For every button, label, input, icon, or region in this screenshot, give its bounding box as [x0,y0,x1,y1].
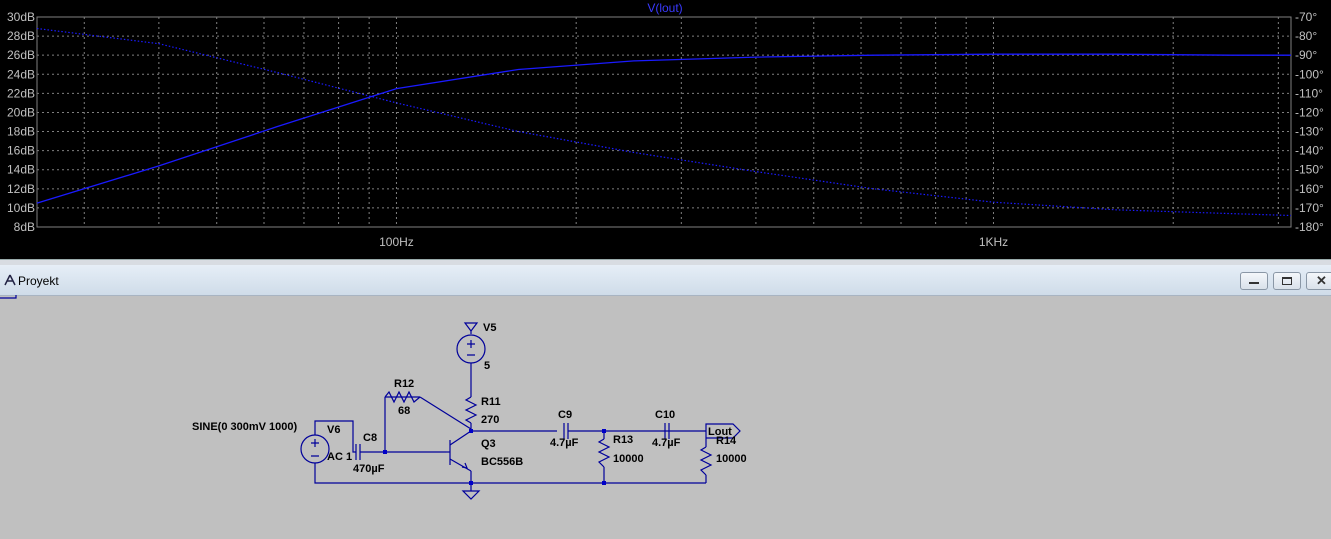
right-tick-label: -160° [1295,182,1324,196]
left-tick-label: 28dB [7,29,35,43]
c9-value[interactable]: 4.7µF [550,437,579,449]
clipped-component [0,295,17,299]
left-tick-label: 18dB [7,125,35,139]
c8-value[interactable]: 470µF [353,463,385,475]
capacitor-c8[interactable] [355,444,361,460]
left-tick-label: 10dB [7,201,35,215]
resistor-r12[interactable] [384,390,421,404]
schematic-canvas[interactable]: V5 5 R12 68 R11 270 SINE(0 300mV 1000) V… [0,295,1331,539]
r11-name[interactable]: R11 [481,396,501,408]
resistor-r13[interactable] [597,438,611,468]
lout-label[interactable]: Lout [708,426,732,438]
sine-spec[interactable]: SINE(0 300mV 1000) [192,421,298,433]
right-tick-label: -170° [1295,201,1324,215]
close-icon: ✕ [1316,273,1327,288]
phase-trace[interactable] [36,27,1292,217]
v5-value[interactable]: 5 [484,360,490,372]
left-tick-label: 26dB [7,48,35,62]
resistor-r14[interactable] [699,446,713,476]
ground-symbol[interactable] [461,490,481,500]
magnitude-trace[interactable] [36,53,1291,204]
close-button[interactable]: ✕ [1306,272,1331,290]
left-tick-label: 20dB [7,105,35,119]
c9-name[interactable]: C9 [558,409,572,421]
capacitor-c9[interactable] [563,423,569,439]
v6-ac[interactable]: AC 1 [327,451,352,463]
q3-name[interactable]: Q3 [481,438,496,450]
transistor-q3[interactable] [446,430,472,472]
right-tick-label: -140° [1295,144,1324,158]
v5-name[interactable]: V5 [483,322,496,334]
r12-name[interactable]: R12 [394,378,414,390]
left-tick-label: 8dB [14,220,35,234]
minimize-button[interactable] [1240,272,1268,290]
plot-border [36,16,1292,228]
waveform-plot-pane[interactable]: 30dB 28dB 26dB 24dB 22dB 20dB 18dB 16dB 14dB 12dB… [0,0,1331,259]
right-tick-label: -150° [1295,163,1324,177]
maximize-button[interactable] [1273,272,1301,290]
minimize-icon [1249,282,1259,284]
x-tick-label: 1KHz [979,235,1008,249]
right-tick-label: -100° [1295,67,1324,81]
right-tick-label: -110° [1295,86,1323,100]
schematic-icon [4,274,16,286]
c10-value[interactable]: 4.7µF [652,437,681,449]
components [300,322,741,500]
r13-name[interactable]: R13 [613,434,633,446]
component-labels: V5 5 R12 68 R11 270 SINE(0 300mV 1000) V… [192,322,747,475]
x-axis-ticks: 100Hz 1KHz [379,235,1008,249]
right-tick-label: -70° [1295,10,1317,24]
voltage-source-v5[interactable] [456,322,486,372]
left-tick-label: 24dB [7,67,35,81]
pane-splitter[interactable] [0,259,1331,266]
r12-value[interactable]: 68 [398,405,410,417]
trace-title[interactable]: V(lout) [647,1,682,15]
v6-name[interactable]: V6 [327,424,340,436]
resistor-r11[interactable] [464,396,478,424]
r14-name[interactable]: R14 [716,435,737,447]
right-axis-ticks: -70° -80° -90° -100° -110° -120° -130° -140° -15… [1295,10,1324,234]
right-tick-label: -80° [1295,29,1317,43]
r11-value[interactable]: 270 [481,414,499,426]
right-tick-label: -130° [1295,125,1324,139]
right-tick-label: -120° [1295,105,1324,119]
left-tick-label: 14dB [7,163,35,177]
left-tick-label: 12dB [7,182,35,196]
r14-value[interactable]: 10000 [716,453,747,465]
plot-grid [36,16,1292,228]
schematic-window[interactable]: Proyekt ✕ [0,265,1331,539]
voltage-source-v6[interactable] [300,434,330,464]
left-tick-label: 22dB [7,86,35,100]
junction-nodes [383,429,606,485]
r13-value[interactable]: 10000 [613,453,644,465]
left-tick-label: 16dB [7,144,35,158]
right-tick-label: -90° [1295,48,1317,62]
q3-model[interactable]: BC556B [481,456,523,468]
c10-name[interactable]: C10 [655,409,675,421]
left-tick-label: 30dB [7,10,35,24]
bode-plot[interactable]: 30dB 28dB 26dB 24dB 22dB 20dB 18dB 16dB 14dB 12dB… [0,0,1331,259]
window-titlebar[interactable]: Proyekt ✕ [0,265,1331,296]
x-tick-label: 100Hz [379,235,414,249]
maximize-icon [1282,277,1292,285]
left-axis-ticks: 30dB 28dB 26dB 24dB 22dB 20dB 18dB 16dB 14dB 12dB… [7,10,35,234]
right-tick-label: -180° [1295,220,1324,234]
capacitor-c10[interactable] [664,423,670,439]
window-title: Proyekt [18,274,59,288]
c8-name[interactable]: C8 [363,432,377,444]
net-flag-lout[interactable] [705,423,741,439]
